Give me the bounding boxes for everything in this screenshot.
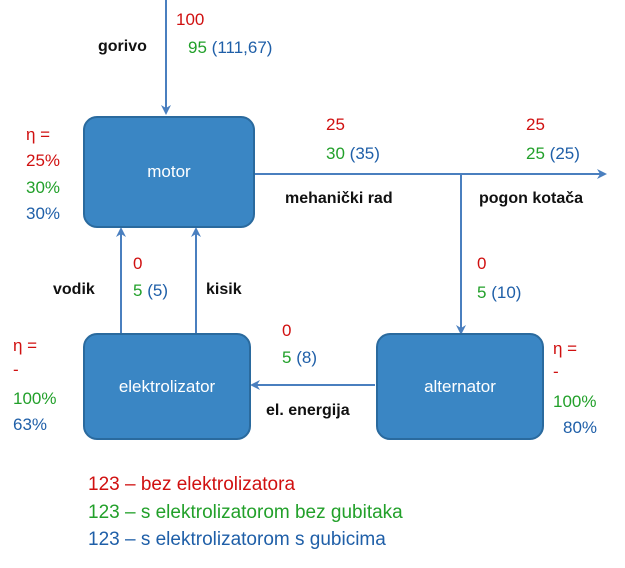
alternator-box: alternator — [376, 333, 544, 440]
elektrolizator-eta: η = — [13, 336, 38, 355]
el-energija-values: 5 (8) — [282, 348, 317, 368]
gorivo-label: gorivo — [98, 38, 147, 55]
legend-red: 123 – bez elektrolizatora — [88, 474, 296, 495]
motor-eta-green: 30% — [26, 178, 61, 197]
pogon-kotaca-label: pogon kotača — [479, 190, 584, 207]
el-energija-value-red: 0 — [282, 321, 292, 340]
gorivo-values: 95 (111,67) — [188, 38, 272, 58]
legend-blue: 123 – s elektrolizatorom s gubicima — [88, 529, 386, 550]
alternator-in-value-green: 5 — [477, 283, 487, 302]
alternator-label: alternator — [424, 376, 496, 396]
mehanicki-rad-value-green: 30 — [326, 144, 345, 163]
legend-green: 123 – s elektrolizatorom bez gubitaka — [88, 502, 403, 523]
pogon-kotaca-value-red: 25 — [526, 115, 545, 134]
gorivo-value-red: 100 — [176, 10, 205, 29]
motor-eta-blue: 30% — [26, 204, 61, 223]
pogon-kotaca-value-green: 25 — [526, 144, 545, 163]
vodik-label: vodik — [53, 281, 95, 298]
alternator-eta-blue: 80% — [563, 418, 598, 437]
motor-eta: η = — [26, 125, 51, 144]
elektrolizator-label: elektrolizator — [118, 376, 216, 396]
motor-label: motor — [147, 162, 191, 181]
elektrolizator-box: elektrolizator — [83, 333, 251, 440]
alternator-in-value-red: 0 — [477, 254, 487, 273]
elektrolizator-eta-blue: 63% — [13, 415, 48, 434]
pogon-kotaca-values: 25 (25) — [526, 144, 580, 164]
alternator-eta-green: 100% — [553, 392, 597, 411]
mehanicki-rad-label: mehanički rad — [285, 190, 393, 207]
elektrolizator-eta-green: 100% — [13, 389, 57, 408]
alternator-in-values: 5 (10) — [477, 283, 521, 303]
mehanicki-rad-values: 30 (35) — [326, 144, 380, 164]
vodik-kisik-value-blue: (5) — [147, 281, 168, 300]
el-energija-value-blue: (8) — [296, 348, 317, 367]
motor-box: motor — [83, 116, 255, 228]
mehanicki-rad-value-red: 25 — [326, 115, 345, 134]
gorivo-value-blue: (111,67) — [211, 38, 273, 57]
mehanicki-rad-value-blue: (35) — [349, 144, 380, 163]
el-energija-label: el. energija — [266, 402, 350, 419]
elektrolizator-eta-red: - — [13, 360, 19, 379]
pogon-kotaca-value-blue: (25) — [549, 144, 580, 163]
alternator-eta: η = — [553, 339, 578, 358]
el-energija-value-green: 5 — [282, 348, 292, 367]
vodik-kisik-values: 5 (5) — [133, 281, 168, 301]
vodik-kisik-value-red: 0 — [133, 254, 143, 273]
alternator-eta-red: - — [553, 362, 559, 381]
alternator-in-value-blue: (10) — [491, 283, 522, 302]
vodik-kisik-value-green: 5 — [133, 281, 143, 300]
kisik-label: kisik — [206, 281, 242, 298]
gorivo-value-green: 95 — [188, 38, 207, 57]
motor-eta-red: 25% — [26, 151, 61, 170]
